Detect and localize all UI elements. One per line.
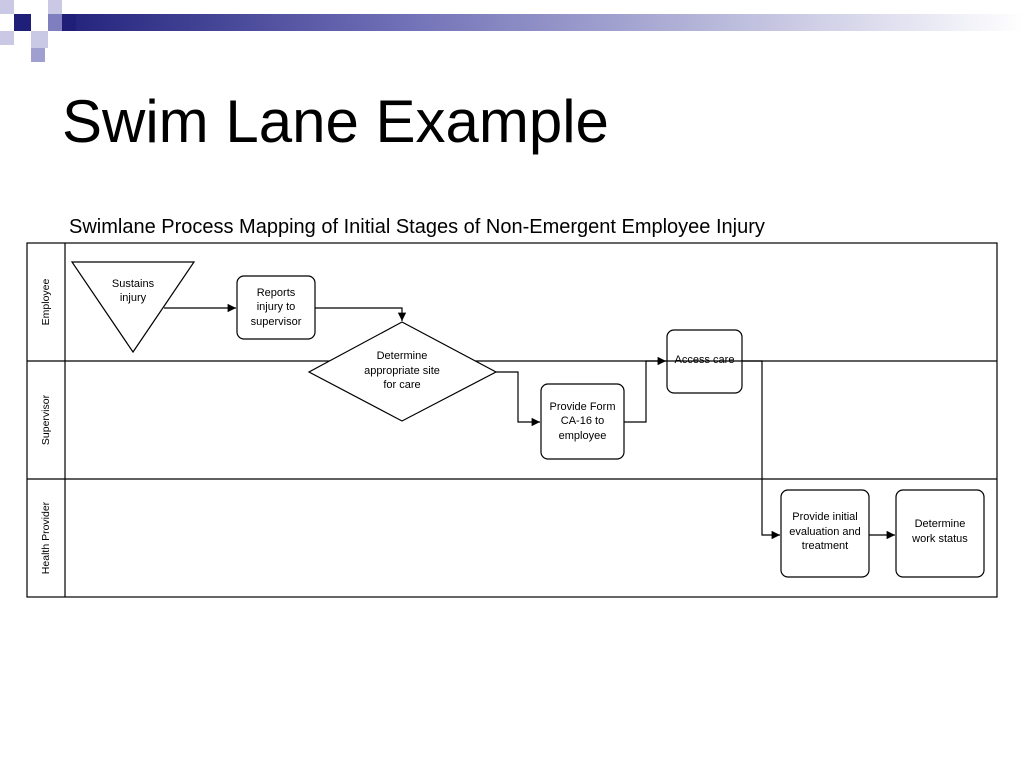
determine-site-shape (307, 321, 498, 422)
sustains-injury-shape (70, 261, 196, 354)
connector-arrow (496, 371, 540, 427)
node-determine-site: Determine appropriate site for care (364, 350, 440, 392)
node-work-status: Determine work status (912, 518, 968, 545)
work-status-shape (895, 489, 985, 578)
deco-square (48, 0, 62, 14)
deco-square (14, 14, 31, 31)
lane-label-supervisor: Supervisor (40, 394, 52, 446)
connector-arrow (315, 307, 407, 321)
deco-square (31, 48, 45, 62)
lane-label-employee: Employee (40, 278, 52, 326)
node-access-care: Access care (674, 354, 735, 366)
node-reports-injury: Reports injury to supervisor (250, 286, 302, 328)
connector-arrow (624, 356, 666, 423)
deco-square (0, 31, 14, 45)
connector-arrow (742, 360, 780, 540)
header-gradient-band (48, 14, 1024, 31)
deco-square (48, 14, 62, 31)
swimlane-frame (26, 242, 998, 598)
page-title: Swim Lane Example (62, 88, 609, 155)
lane-label-health-provider: Health Provider (40, 501, 52, 575)
deco-square (31, 31, 48, 48)
node-initial-evaluation: Provide initial evaluation and treatment (789, 511, 861, 552)
node-sustains-injury: Sustains injury (111, 277, 155, 305)
deco-square (62, 14, 76, 31)
initial-evaluation-shape (780, 489, 870, 578)
header-decoration (0, 0, 1024, 62)
diagram-subtitle: Swimlane Process Mapping of Initial Stag… (69, 216, 765, 238)
node-provide-form: Provide Form CA-16 to employee (549, 400, 616, 442)
deco-square (0, 0, 14, 14)
